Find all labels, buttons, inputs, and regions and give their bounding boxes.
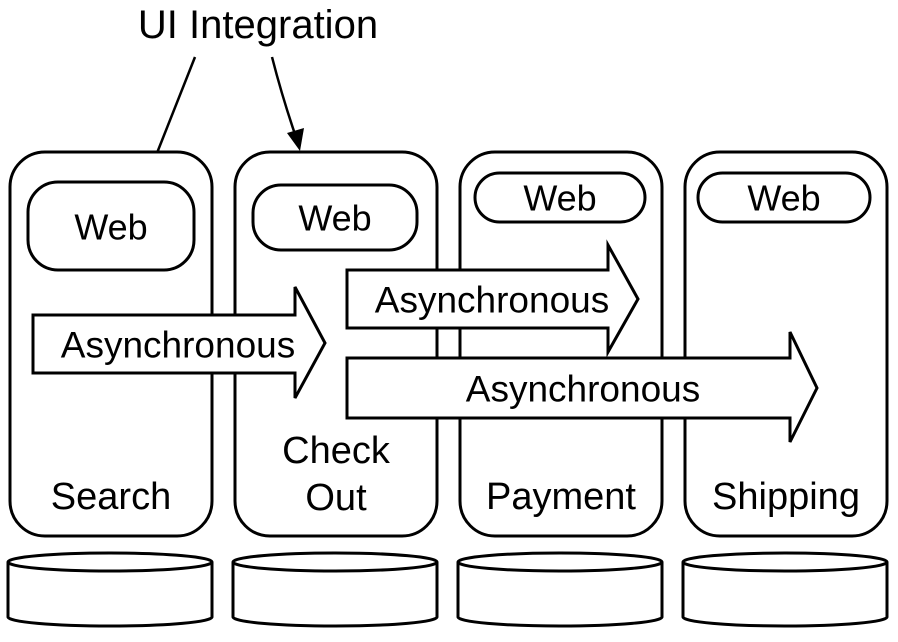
async-label-3: Asynchronous — [466, 369, 700, 410]
web-label-shipping: Web — [747, 178, 820, 219]
web-pill-search — [26, 180, 196, 272]
down-arrowhead-icon — [287, 128, 304, 151]
web-label-checkout: Web — [298, 198, 371, 239]
web-pill-payment — [473, 171, 647, 224]
service-box-shipping — [683, 150, 889, 538]
web-pill-checkout — [251, 183, 419, 252]
diagram-title: UI Integration — [138, 3, 378, 47]
datastore-cylinder-payment — [456, 551, 664, 628]
async-arrow-checkout-to-payment — [345, 239, 640, 358]
datastore-cylinder-shipping — [681, 551, 889, 628]
async-arrow-checkout-to-shipping — [345, 331, 819, 443]
web-pill-shipping — [696, 171, 872, 224]
web-label-payment: Web — [523, 178, 596, 219]
async-label-1: Asynchronous — [61, 325, 295, 366]
ui-integration-line-to-checkout — [270, 56, 300, 144]
service-label-checkout-ln1: Check — [282, 430, 391, 472]
service-box-payment — [458, 150, 664, 538]
ui-integration-line-to-search — [155, 56, 197, 154]
datastore-cylinder-search — [6, 551, 214, 628]
datastore-cylinder-checkout — [231, 551, 439, 628]
service-label-shipping: Shipping — [712, 476, 860, 518]
web-label-search: Web — [74, 207, 147, 248]
async-label-2: Asynchronous — [375, 280, 609, 321]
service-label-payment: Payment — [486, 476, 636, 518]
service-label-checkout-ln2: Out — [305, 477, 367, 519]
service-label-search: Search — [51, 476, 171, 518]
async-arrow-search-to-checkout — [31, 286, 327, 399]
